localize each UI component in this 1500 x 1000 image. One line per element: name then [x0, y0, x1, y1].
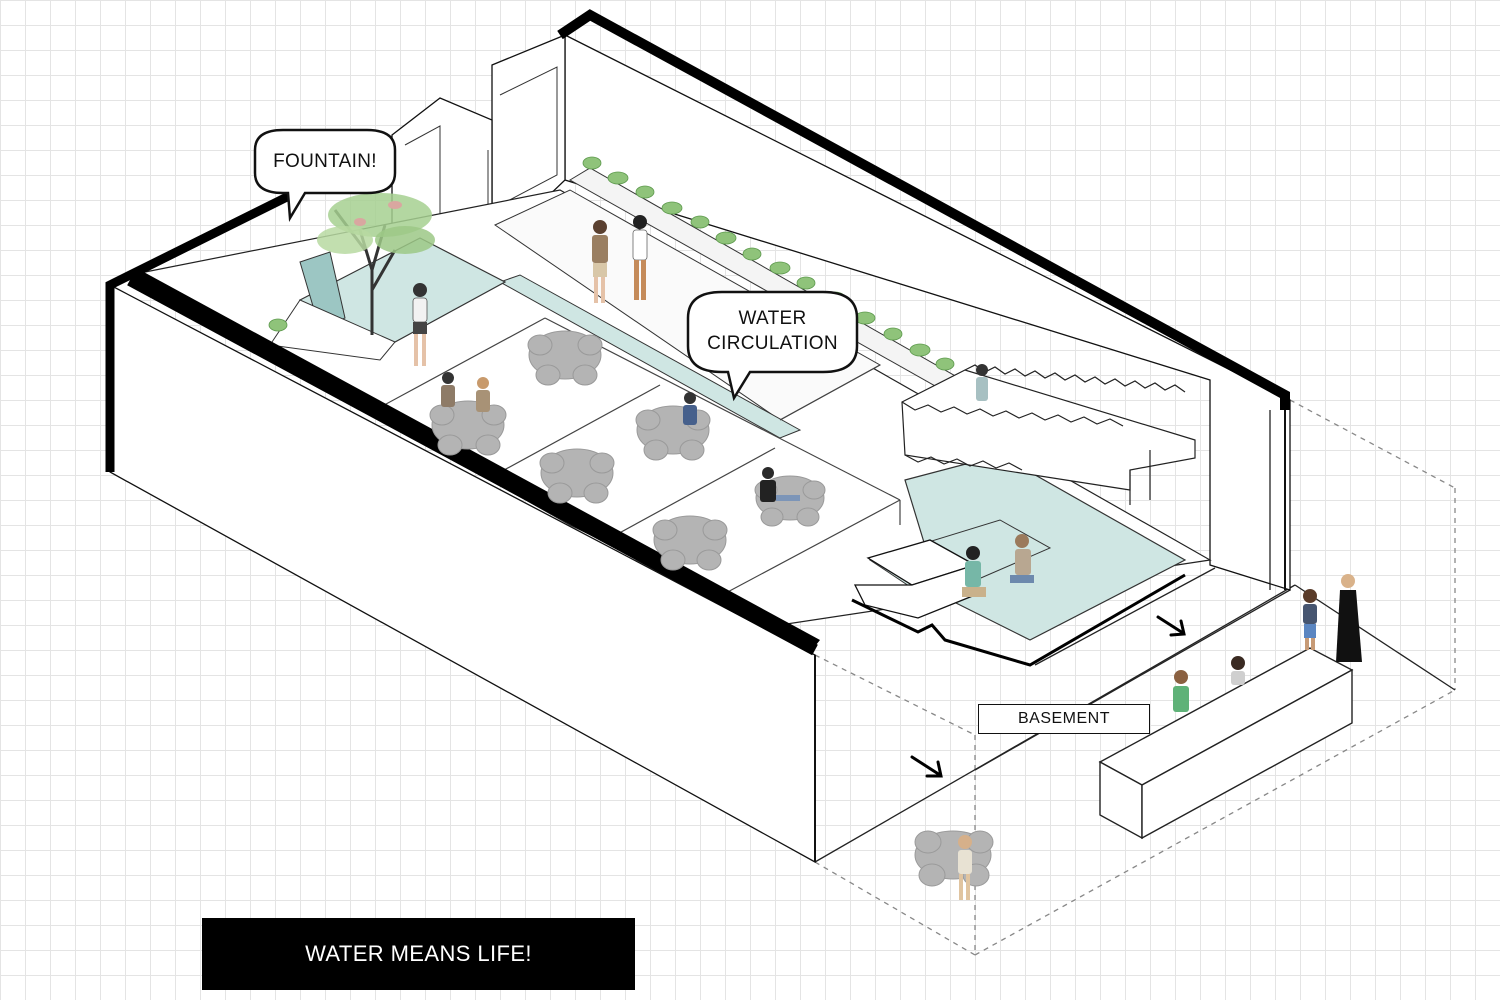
front-wall-top-edge	[105, 188, 298, 472]
person-icon	[476, 377, 490, 412]
table-set-icon	[914, 830, 994, 887]
dining-grid	[374, 317, 901, 596]
lounge-edge	[851, 573, 1186, 667]
person-icon	[976, 364, 988, 401]
person-icon	[683, 392, 697, 425]
arrow-icon	[1156, 615, 1186, 637]
arrow-icon	[910, 755, 943, 778]
person-icon	[1336, 574, 1362, 662]
plant-icon	[742, 247, 762, 261]
basement-label: BASEMENT	[978, 704, 1150, 734]
plant-icon	[883, 327, 903, 341]
plant-icon	[796, 276, 816, 290]
plant-icon	[935, 357, 955, 371]
plant-icon	[715, 231, 737, 245]
basement-label-text: BASEMENT	[1017, 710, 1110, 727]
plant-icon	[635, 185, 655, 199]
water-callout-line2: CIRCULATION	[707, 333, 838, 354]
back-wall-top-edge	[557, 9, 1290, 410]
fountain-callout-bubble	[253, 128, 397, 222]
plant-icon	[607, 171, 629, 185]
front-wall-top-cap	[130, 270, 820, 650]
plant-icon	[769, 261, 791, 275]
person-icon	[1173, 670, 1189, 712]
tree-icon	[317, 193, 435, 335]
table-set-icon	[635, 405, 711, 461]
person-icon	[958, 835, 972, 900]
fountain-callout-text: FOUNTAIN!	[273, 151, 377, 172]
person-icon	[962, 546, 986, 597]
person-icon	[760, 467, 800, 502]
table-set-icon	[539, 448, 615, 504]
plant-icon	[909, 343, 931, 357]
water-callout-bubble	[686, 290, 859, 402]
water-channel	[498, 274, 802, 439]
plant-icon	[268, 318, 288, 332]
plant-icon	[690, 215, 710, 229]
plant-icon	[582, 156, 602, 170]
plants	[268, 156, 955, 371]
water-callout-line1: WATER	[738, 308, 807, 329]
plant-icon	[661, 201, 683, 215]
person-icon	[632, 215, 648, 300]
dining-furniture	[429, 330, 994, 887]
person-icon	[412, 283, 428, 366]
fountain-step	[269, 299, 396, 361]
person-icon	[1010, 534, 1034, 583]
fountain-callout: FOUNTAIN!	[255, 149, 395, 174]
basement-counter	[1098, 647, 1354, 840]
table-set-icon	[652, 515, 728, 571]
person-icon	[592, 220, 608, 303]
staircase	[901, 364, 1196, 505]
person-icon	[441, 372, 455, 407]
water-circulation-callout: WATER CIRCULATION	[688, 306, 857, 356]
table-set-icon	[527, 330, 603, 386]
table-set-icon	[429, 400, 507, 456]
person-icon	[1231, 656, 1245, 685]
person-icon	[1303, 589, 1317, 650]
title-banner: WATER MEANS LIFE!	[202, 918, 635, 990]
title-text: WATER MEANS LIFE!	[305, 941, 532, 966]
people	[412, 215, 1362, 900]
